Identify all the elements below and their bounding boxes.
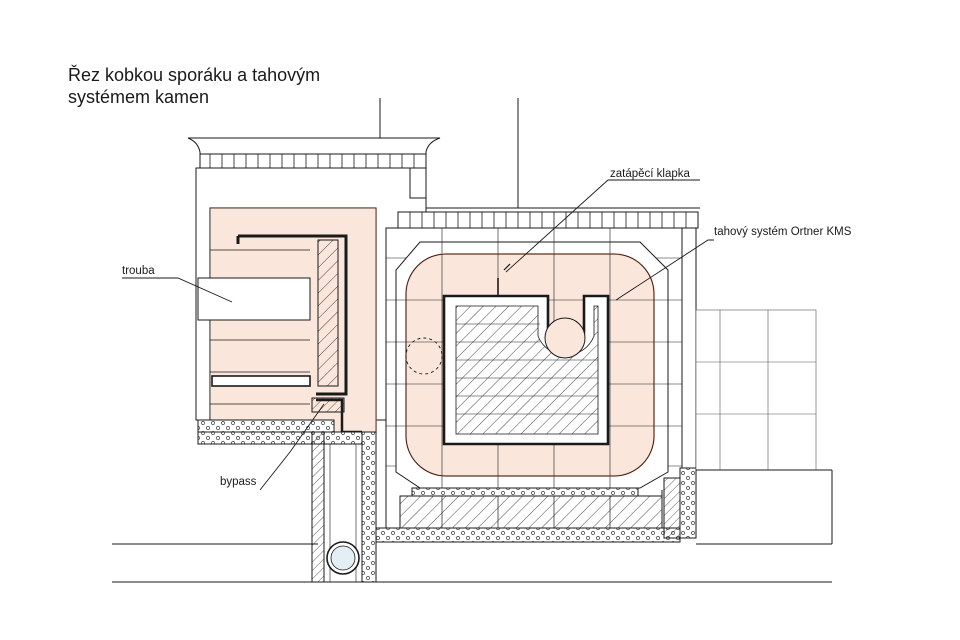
leader-lines <box>122 179 714 491</box>
oven-chamber <box>197 277 311 321</box>
dashed-inlet-circle <box>405 337 443 375</box>
heater-base-insulation <box>411 487 639 497</box>
right-wall-tiles <box>695 309 817 471</box>
firebox <box>442 294 610 446</box>
flue-outlet-circle <box>544 317 586 359</box>
heater-floor-insulation <box>375 527 681 543</box>
heater-base-hatched <box>399 495 663 529</box>
diagram-title: Řez kobkou sporáku a tahovým systémem ka… <box>68 64 320 108</box>
label-flue-system: tahový systém Ortner KMS <box>714 226 852 238</box>
title-line-1: Řez kobkou sporáku a tahovým <box>68 65 321 85</box>
label-bypass: bypass <box>220 476 257 488</box>
oven-hatched-wall <box>317 239 339 387</box>
stove-cornice <box>187 137 441 169</box>
heater-cornice <box>397 207 700 229</box>
title-line-2: systémem kamen <box>68 87 210 107</box>
label-damper: zatápěcí klapka <box>610 168 690 180</box>
label-oven: trouba <box>122 265 155 277</box>
